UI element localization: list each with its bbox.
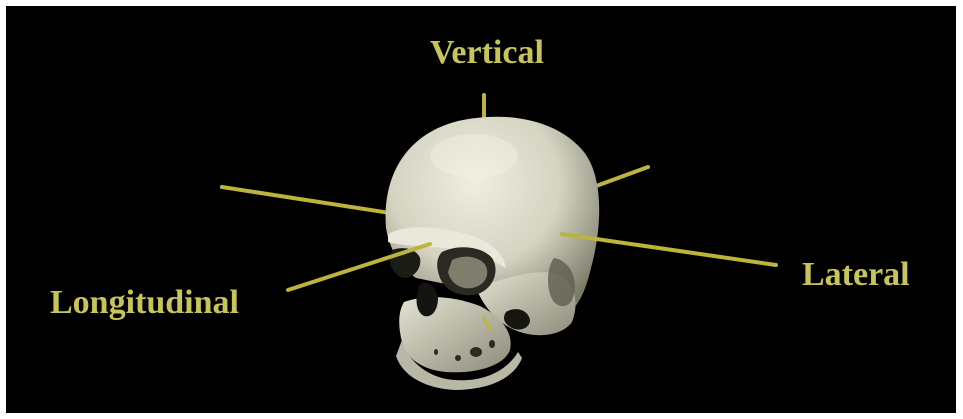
lateral-axis-label: Lateral <box>802 258 910 292</box>
cranium-highlight <box>430 134 518 178</box>
skull <box>386 117 600 390</box>
vertical-axis-label: Vertical <box>430 36 544 70</box>
longitudinal-axis-rear <box>222 187 390 213</box>
render-viewport: Vertical Lateral Longitudinal <box>6 6 956 413</box>
longitudinal-axis-label: Longitudinal <box>50 286 239 320</box>
